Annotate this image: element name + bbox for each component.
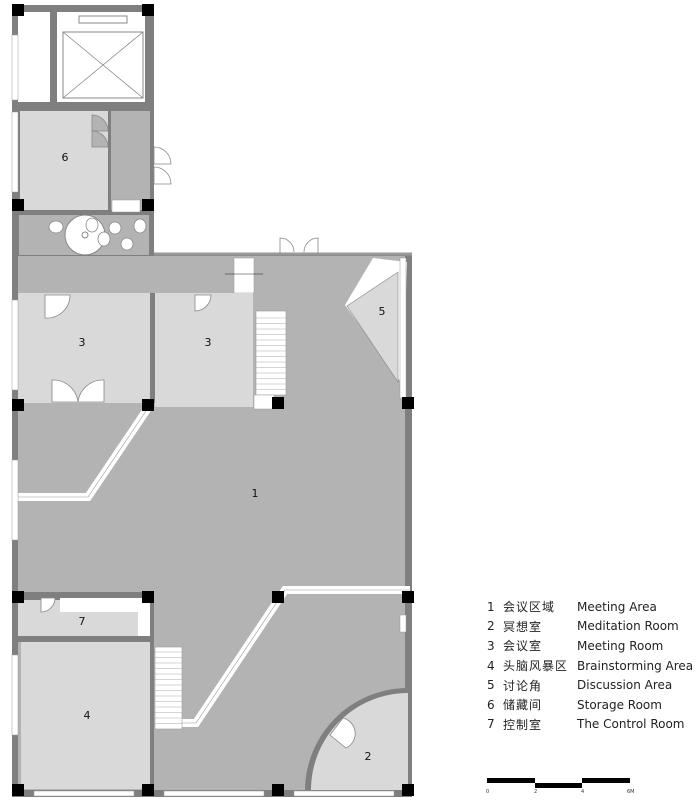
scale-segment [487, 778, 535, 783]
legend-cn: 会议区域 [503, 600, 556, 615]
legend-en: Brainstorming Area [577, 658, 694, 673]
legend-cn: 冥想室 [503, 619, 543, 634]
double-door-icon [51, 379, 105, 403]
room-label-4: 4 [84, 709, 91, 722]
door-icon [44, 294, 71, 319]
room-label-3a: 3 [79, 336, 86, 349]
door-icon [40, 597, 56, 613]
room-label-6: 6 [62, 151, 69, 164]
legend-en: Meeting Area [577, 599, 657, 614]
stair-icon [233, 257, 255, 294]
meditation-room [311, 693, 408, 790]
scale-segment [535, 783, 582, 788]
legend-cn: 储藏间 [503, 698, 543, 713]
entrance-door-icon [279, 237, 319, 254]
column-icon [142, 591, 154, 603]
scale-segment [582, 778, 630, 783]
stair-icon [154, 646, 183, 730]
column-icon [142, 399, 154, 411]
column-icon [402, 784, 414, 796]
legend-number: 1 [487, 599, 495, 614]
scale-tick: 2 [534, 789, 538, 795]
column-icon [142, 199, 154, 211]
room-label-1: 1 [252, 487, 259, 500]
column-icon [12, 784, 24, 796]
column-icon [272, 397, 284, 409]
scale-tick: 4 [581, 789, 585, 795]
legend-cn: 控制室 [503, 717, 543, 732]
spiral-stair-zone [12, 213, 154, 256]
legend-item: 5 讨论角 Discussion Area [487, 675, 693, 695]
elevator-shaft-icon [62, 31, 144, 99]
meeting-room-1 [18, 293, 150, 403]
legend-cn: 讨论角 [503, 678, 543, 693]
door-icon [91, 114, 109, 148]
legend-item: 1 会议区域 Meeting Area [487, 597, 693, 617]
legend-item: 3 会议室 Meeting Room [487, 636, 693, 656]
column-icon [12, 399, 24, 411]
column-icon [12, 4, 24, 16]
room-label-3b: 3 [205, 336, 212, 349]
column-icon [12, 199, 24, 211]
legend-number: 4 [487, 658, 495, 673]
stair-icon [253, 310, 287, 410]
legend-item: 4 头脑风暴区 Brainstorming Area [487, 656, 693, 676]
legend-en: Storage Room [577, 697, 662, 712]
storage-block [11, 105, 172, 213]
meeting-room-2 [155, 293, 253, 407]
elevator-block [11, 5, 154, 105]
legend-number: 7 [487, 717, 495, 732]
column-icon [12, 591, 24, 603]
legend-item: 7 控制室 The Control Room [487, 715, 693, 735]
discussion-area [346, 271, 399, 383]
scale-bar: 0 2 4 6M [486, 775, 637, 800]
legend-cn: 头脑风暴区 [503, 659, 569, 674]
room-label-7: 7 [79, 615, 86, 628]
column-icon [142, 4, 154, 16]
legend-en: Meeting Room [577, 638, 664, 653]
brainstorming-area [21, 642, 150, 789]
legend-number: 6 [487, 697, 495, 712]
legend-en: Discussion Area [577, 678, 673, 693]
door-icon [194, 294, 212, 312]
legend-en: The Control Room [577, 717, 685, 732]
column-icon [402, 397, 414, 409]
legend-item: 6 储藏间 Storage Room [487, 695, 693, 715]
legend-en: Meditation Room [577, 619, 679, 634]
scale-tick: 0 [486, 789, 490, 795]
room-label-2: 2 [365, 750, 372, 763]
door-icon [329, 717, 356, 749]
legend-number: 2 [487, 619, 495, 634]
legend-cn: 会议室 [503, 639, 543, 654]
door-icon [153, 146, 172, 185]
column-icon [402, 591, 414, 603]
column-icon [272, 591, 284, 603]
column-icon [142, 784, 154, 796]
room-label-5: 5 [379, 305, 386, 318]
legend-item: 2 冥想室 Meditation Room [487, 617, 693, 637]
scale-tick: 6M [627, 789, 635, 795]
legend-number: 5 [487, 678, 495, 693]
column-icon [272, 784, 284, 796]
legend-number: 3 [487, 638, 495, 653]
